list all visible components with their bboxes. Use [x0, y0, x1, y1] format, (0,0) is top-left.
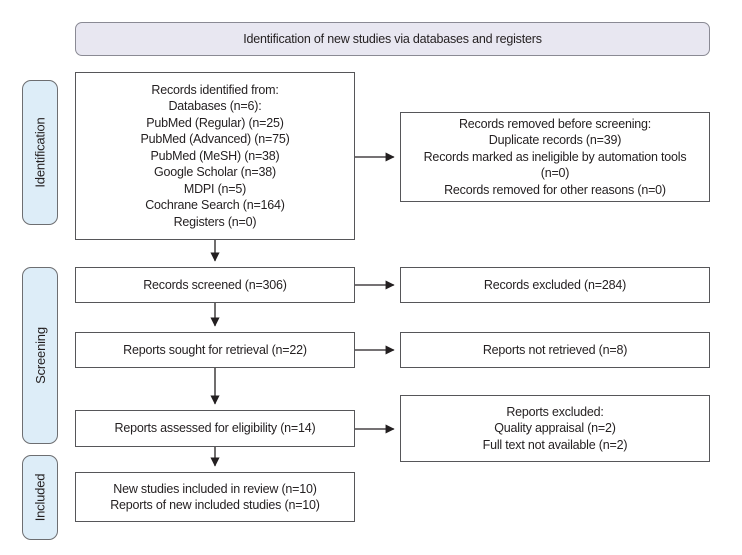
diagram-header: Identification of new studies via databa… — [75, 22, 710, 56]
box-records-screened: Records screened (n=306) — [75, 267, 355, 303]
box-reports-assessed: Reports assessed for eligibility (n=14) — [75, 410, 355, 447]
box-studies-included: New studies included in review (n=10) Re… — [75, 472, 355, 522]
box-records-identified: Records identified from: Databases (n=6)… — [75, 72, 355, 240]
box-records-excluded: Records excluded (n=284) — [400, 267, 710, 303]
diagram-header-label: Identification of new studies via databa… — [243, 32, 542, 46]
box-reports-sought: Reports sought for retrieval (n=22) — [75, 332, 355, 368]
stage-identification-label: Identification — [32, 117, 48, 188]
stage-identification: Identification — [22, 80, 58, 225]
box-reports-excluded: Reports excluded: Quality appraisal (n=2… — [400, 395, 710, 462]
box-reports-not-retrieved: Reports not retrieved (n=8) — [400, 332, 710, 368]
stage-included: Included — [22, 455, 58, 540]
stage-included-label: Included — [32, 473, 48, 522]
stage-screening-label: Screening — [32, 327, 48, 384]
stage-screening: Screening — [22, 267, 58, 444]
box-records-removed: Records removed before screening: Duplic… — [400, 112, 710, 202]
